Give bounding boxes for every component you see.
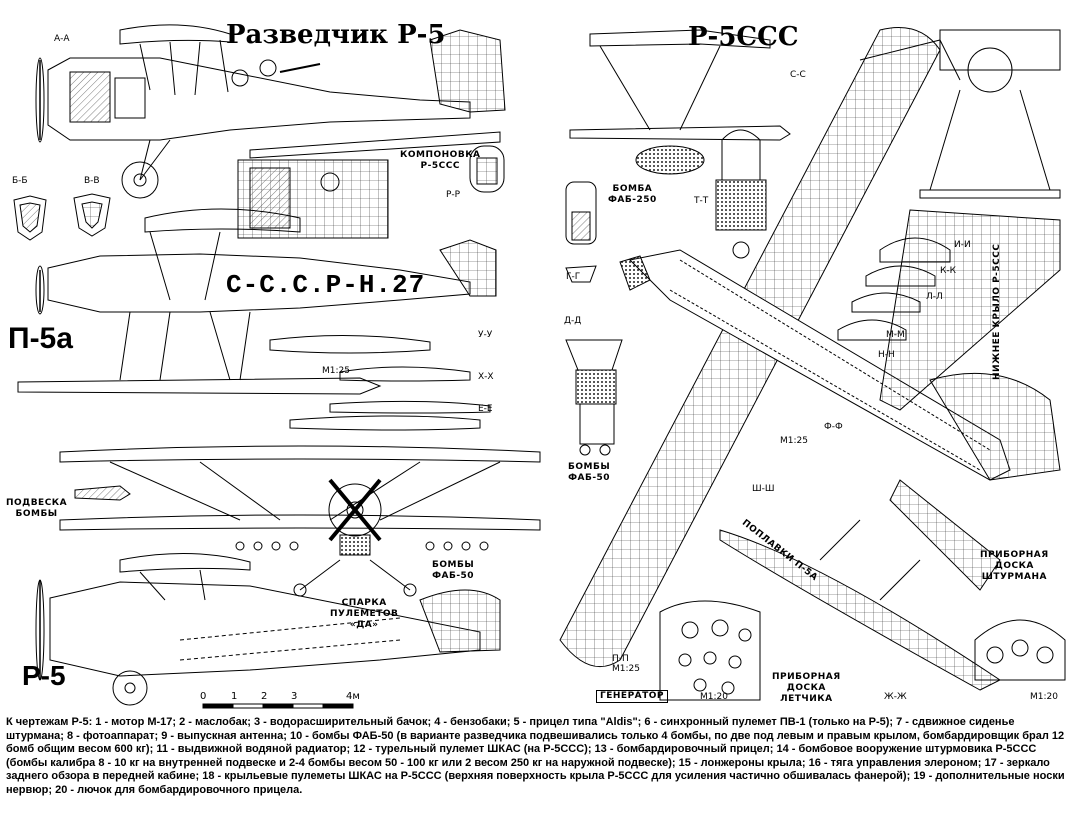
scale-tick: 4м [346, 691, 360, 702]
fuselage-marking: С-С.С.Р-Н.27 [226, 270, 426, 300]
title-r5sss: Р-5ССС [688, 22, 799, 52]
section-label: У-У [478, 330, 493, 340]
label-scale-m125-b: М1:25 [780, 436, 808, 446]
bomb-fab50-section [565, 339, 623, 456]
label-bomby-fab50-left: БОМБЫ ФАБ-50 [432, 560, 475, 581]
label-sparka: СПАРКА ПУЛЕМЕТОВ «ДА» [330, 598, 399, 630]
r5-front-view [59, 445, 541, 597]
section-label: А-А [54, 34, 70, 44]
section-label: Ж-Ж [884, 692, 907, 702]
section-label: Ф-Ф [824, 422, 843, 432]
scale-tick: 1 [231, 691, 238, 702]
r5-bottom-side-view [35, 553, 501, 706]
section-label: Д-Д [564, 316, 582, 326]
label-scale-m120-b: М1:20 [1030, 692, 1058, 702]
section-label: Т-Т [694, 196, 709, 206]
section-label: Р-Р [446, 190, 461, 200]
label-pribornaya-letchika: ПРИБОРНАЯ ДОСКА ЛЕТЧИКА [772, 672, 841, 704]
label-bomb-fab250: БОМБА ФАБ-250 [608, 184, 657, 205]
section-label: С-С [790, 70, 806, 80]
section-label: И-И [954, 240, 971, 250]
section-label: В-В [84, 176, 100, 186]
wing-section-stack [837, 237, 951, 341]
section-label: Ш-Ш [752, 484, 775, 494]
instrument-panel-pilot [659, 600, 761, 701]
turret-section [715, 129, 767, 259]
instrument-panel-navigator [974, 619, 1066, 681]
scale-tick: 3 [291, 691, 298, 702]
left-section-details [13, 193, 111, 241]
label-bomby-fab50-right: БОМБЫ ФАБ-50 [568, 462, 611, 483]
section-label: Х-Х [478, 372, 494, 382]
legend-caption: К чертежам Р-5: 1 - мотор М-17; 2 - масл… [6, 716, 1065, 796]
r5-side-cutaway [35, 24, 506, 199]
title-r5-recon: Разведчик Р-5 [226, 20, 446, 50]
scale-tick: 0 [200, 691, 207, 702]
label-kompanovka: КОМПОНОВКА Р-5ССС [400, 150, 481, 171]
bomb-rack-right [425, 541, 489, 551]
section-label: К-К [940, 266, 957, 276]
label-scale-m120-a: М1:20 [700, 692, 728, 702]
section-label: Л-Л [926, 292, 943, 302]
title-r5-bottom: Р-5 [22, 660, 66, 691]
r5sss-plan-view [559, 27, 1061, 668]
label-nizhnee-krylo: НИЖНЕЕ КРЫЛО Р-5ССС [992, 243, 1002, 381]
scale-bar [202, 703, 354, 709]
kompanovka-interior [237, 145, 505, 239]
bomb-fab250-detail [565, 181, 597, 283]
scale-tick: 2 [261, 691, 268, 702]
section-label: Б-Б [12, 176, 28, 186]
label-pribornaya-shturmana: ПРИБОРНАЯ ДОСКА ШТУРМАНА [980, 550, 1049, 582]
p5a-floatplane [17, 208, 497, 431]
section-label: Г-Г [566, 272, 581, 282]
section-label: П-П [612, 654, 629, 664]
bomb-rack-left [235, 541, 299, 551]
label-scale-m125-c: М1:25 [612, 664, 640, 674]
title-p5a: П-5а [8, 322, 73, 355]
label-scale-m125-a: М1:25 [322, 366, 350, 376]
label-generator: ГЕНЕРАТОР [596, 690, 669, 703]
floats-p5a [719, 519, 1001, 691]
section-label: Н-Н [878, 350, 895, 360]
label-podveska-bomby: ПОДВЕСКА БОМБЫ [6, 498, 68, 519]
section-label: М-М [886, 330, 905, 340]
section-label: Е-Е [478, 404, 493, 414]
r5sss-front-struts [569, 29, 1061, 199]
